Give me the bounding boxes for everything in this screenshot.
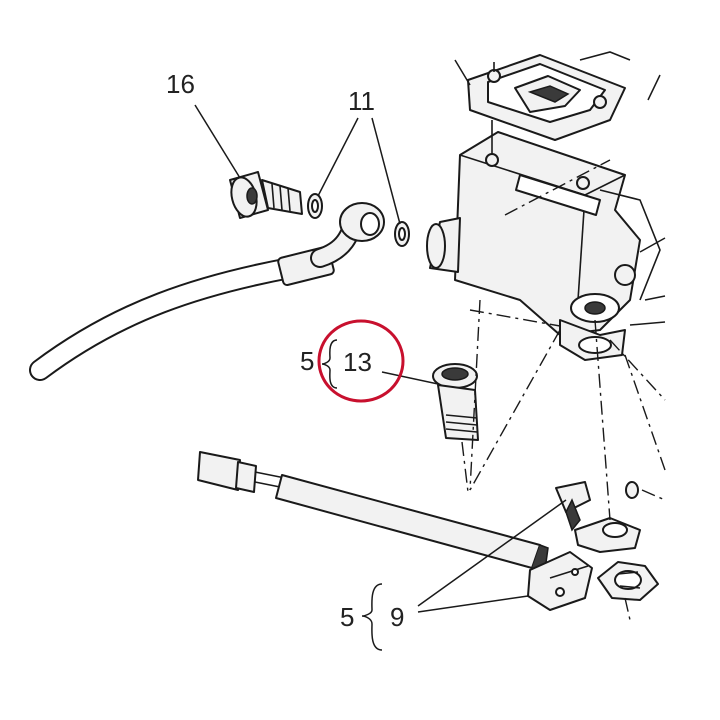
connector-plug: [197, 451, 241, 491]
banjo-bolt: [229, 171, 303, 219]
mounting-bolt: [432, 363, 479, 441]
leader-11-a: [317, 117, 359, 197]
hex-nut: [597, 561, 659, 601]
crush-washer-right: [394, 221, 410, 247]
leader-9-b: [417, 595, 529, 613]
switch-bracket: [555, 481, 591, 513]
tab-washer: [574, 517, 641, 553]
callout-11: 11: [348, 86, 375, 116]
leader-13: [381, 371, 439, 385]
leader-11-b: [371, 117, 401, 225]
leader-16: [194, 104, 241, 179]
callout-9: 9: [390, 602, 404, 632]
brake-light-switch: [527, 481, 593, 611]
master-cylinder-body: [426, 120, 666, 361]
highlight-circle: [317, 319, 405, 403]
reservoir-cap: [454, 51, 661, 141]
callout-13: 13: [343, 347, 372, 377]
callout-5-upper: 5: [300, 346, 314, 376]
leader-9-a: [417, 499, 567, 607]
crush-washer-left: [307, 193, 323, 219]
assembly-axis-lines: [461, 159, 666, 621]
callout-16: 16: [166, 69, 195, 99]
banjo-fitting: [339, 202, 385, 242]
small-pin: [625, 481, 639, 499]
brake-hose: [29, 208, 365, 381]
brace-upper: [321, 339, 338, 389]
callout-5-lower: 5: [340, 602, 354, 632]
brake-light-switch-cable: [197, 451, 549, 571]
brace-lower: [361, 583, 383, 651]
leader-lines: [194, 104, 567, 613]
